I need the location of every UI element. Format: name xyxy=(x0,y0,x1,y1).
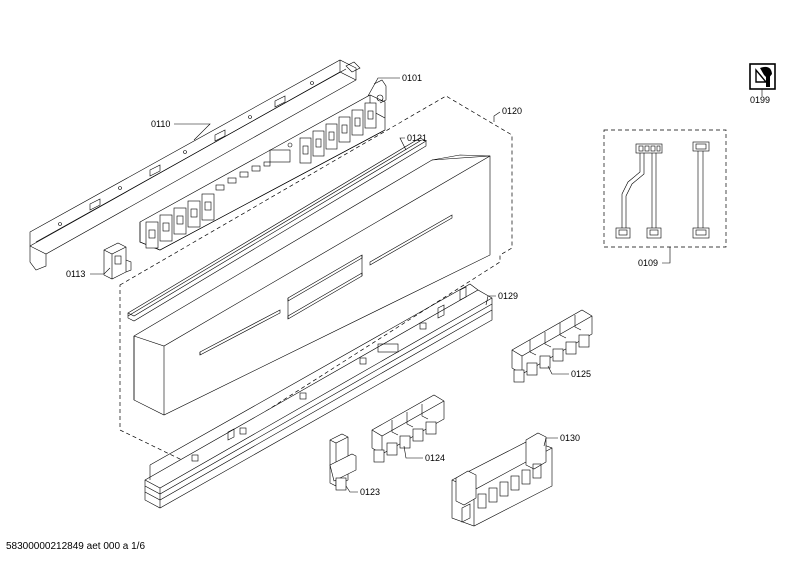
part-0101-control-board xyxy=(139,79,387,251)
label-0125: 0125 xyxy=(571,369,591,379)
part-labels: 0110 0101 0113 0120 0121 0129 0125 0124 … xyxy=(66,73,770,497)
label-0120: 0120 xyxy=(502,106,522,116)
label-0109: 0109 xyxy=(638,258,658,268)
label-0199: 0199 xyxy=(750,95,770,105)
label-0121: 0121 xyxy=(407,133,427,143)
part-0121-strip xyxy=(127,137,427,322)
part-0121-fascia-panel xyxy=(133,154,491,416)
part-0113-clip xyxy=(103,242,132,280)
part-0109-cable-set xyxy=(603,129,727,248)
part-0124-connector-comb xyxy=(371,394,445,463)
document-footer: 58300000212849 aet 000 a 1/6 xyxy=(6,541,146,552)
service-wrench-icon xyxy=(749,63,776,90)
part-0125-connector-comb xyxy=(511,309,593,383)
label-0129: 0129 xyxy=(498,291,518,301)
label-0124: 0124 xyxy=(425,453,445,463)
label-0123: 0123 xyxy=(360,487,380,497)
leader-lines xyxy=(90,77,763,493)
label-0110: 0110 xyxy=(151,119,170,129)
part-0123-bracket xyxy=(329,433,357,491)
part-0130-cable-holder xyxy=(451,432,553,527)
assembly-0120-outline xyxy=(119,95,513,463)
label-0101: 0101 xyxy=(402,73,422,83)
part-0110-rail xyxy=(29,59,361,271)
label-0130: 0130 xyxy=(560,433,580,443)
part-0129-bottom-bar xyxy=(144,283,493,509)
label-0113: 0113 xyxy=(66,269,85,279)
